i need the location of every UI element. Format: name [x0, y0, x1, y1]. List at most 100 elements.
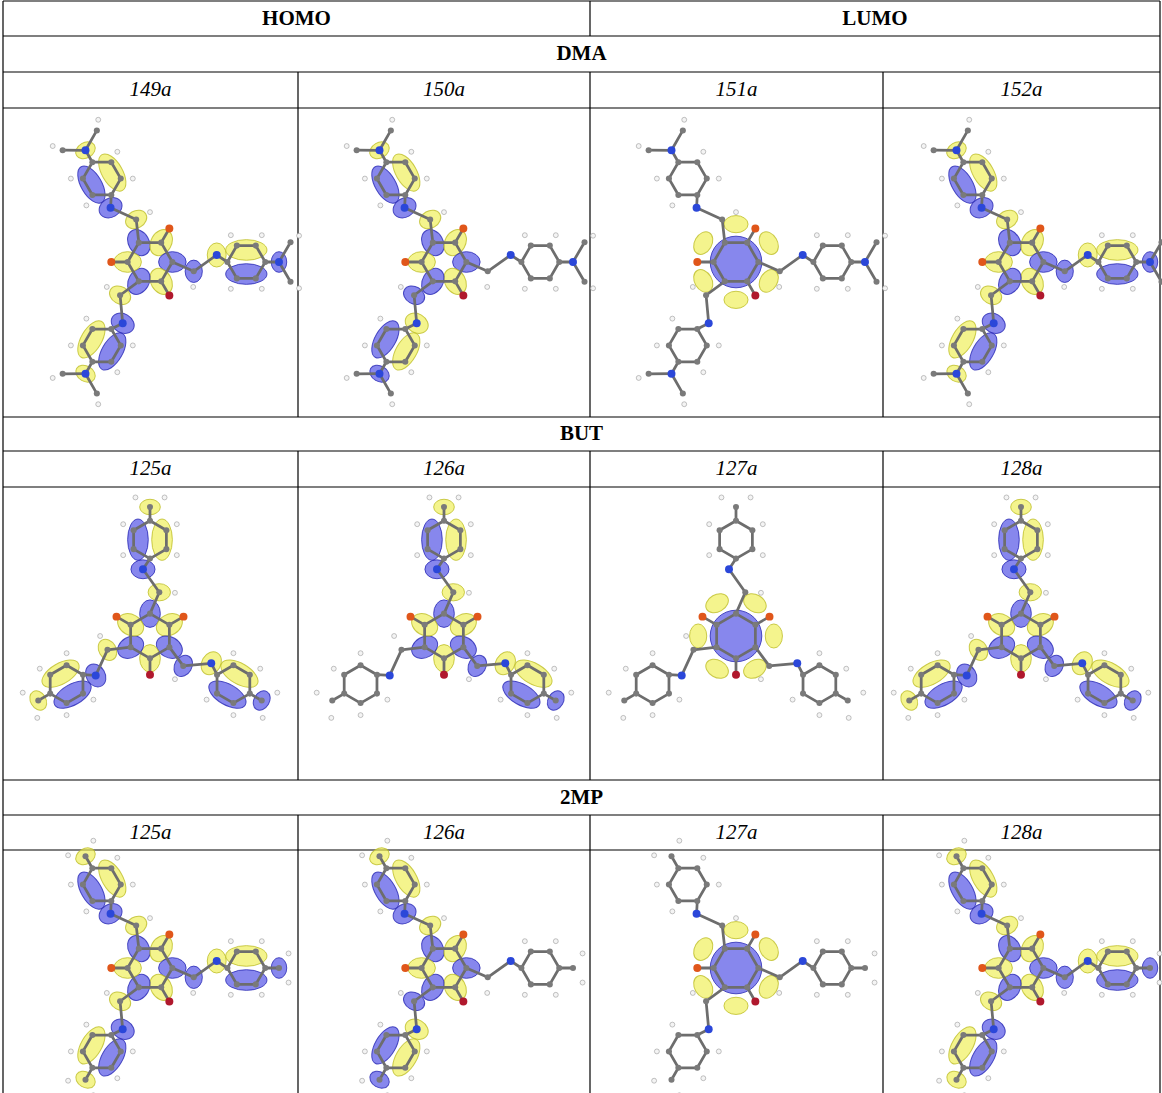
atom — [650, 700, 656, 706]
atom — [547, 243, 553, 249]
atom — [468, 522, 473, 527]
bond — [769, 663, 797, 666]
atom — [694, 865, 700, 871]
atom — [1029, 946, 1035, 952]
grid-line — [297, 815, 298, 1093]
bond — [455, 968, 466, 987]
bond — [455, 949, 466, 968]
atom — [719, 922, 725, 928]
atom — [760, 553, 765, 558]
atom — [694, 359, 700, 365]
atom — [716, 1049, 721, 1054]
lobe-yellow — [1078, 243, 1097, 267]
atom — [376, 1077, 382, 1083]
atom — [553, 992, 558, 997]
atom — [286, 951, 291, 956]
atom — [1051, 613, 1059, 621]
atom — [398, 284, 403, 289]
atom — [131, 527, 137, 533]
atom — [158, 278, 164, 284]
atom — [979, 1032, 985, 1038]
bond — [161, 262, 172, 281]
atom — [89, 326, 95, 332]
atom — [37, 666, 42, 671]
atom — [1029, 240, 1035, 246]
lobe-yellow — [897, 688, 921, 714]
lobe-blue — [72, 868, 111, 914]
atom — [459, 998, 467, 1006]
atom — [1007, 278, 1013, 284]
atom — [115, 1076, 120, 1081]
atom — [262, 259, 268, 265]
lobe-yellow — [207, 949, 226, 973]
lobe-yellow — [724, 216, 748, 233]
atom — [800, 672, 806, 678]
atom — [47, 672, 53, 678]
bond — [136, 925, 139, 948]
lobe-blue — [1097, 264, 1138, 285]
atom — [80, 342, 86, 348]
atom — [766, 663, 772, 669]
atom — [654, 343, 659, 348]
atom — [733, 611, 739, 617]
atom — [1045, 553, 1050, 558]
atom — [711, 965, 717, 971]
atom — [951, 882, 957, 888]
bond — [1054, 663, 1082, 666]
atom — [180, 613, 188, 621]
atom — [675, 326, 681, 332]
bond — [991, 1001, 994, 1029]
atom — [80, 176, 86, 182]
lobe-yellow — [755, 972, 782, 1001]
atom — [172, 590, 177, 595]
atom — [960, 159, 966, 165]
bond — [1002, 614, 1021, 625]
atom — [422, 644, 428, 650]
lobe-yellow — [446, 519, 467, 560]
atom — [1018, 518, 1024, 524]
atom — [748, 495, 753, 500]
atom — [939, 1049, 944, 1054]
bond — [455, 243, 466, 262]
atom — [690, 990, 695, 995]
atom — [1095, 259, 1101, 265]
atom — [1051, 663, 1057, 669]
atom — [518, 259, 524, 265]
atom — [556, 965, 562, 971]
atom — [999, 622, 1005, 628]
atom — [810, 259, 816, 265]
atom — [960, 326, 966, 332]
lobe-yellow — [1019, 584, 1041, 601]
bond — [390, 650, 402, 676]
atom — [1157, 980, 1162, 985]
atoms — [66, 838, 291, 1093]
atom — [457, 527, 463, 533]
atom — [668, 853, 674, 859]
atom — [707, 553, 712, 558]
atom — [383, 1032, 389, 1038]
bond — [991, 987, 1010, 1001]
atom — [990, 319, 998, 327]
lobe-blue — [1056, 260, 1073, 282]
lobe-blue — [366, 162, 405, 208]
atom — [522, 286, 527, 291]
atom — [873, 279, 879, 285]
atom — [918, 691, 924, 697]
atom — [814, 939, 819, 944]
bond — [131, 614, 150, 625]
molecule-orbital — [652, 838, 877, 1093]
atom — [848, 965, 854, 971]
orbital-lobes — [72, 138, 287, 385]
atom — [158, 984, 164, 990]
atom — [1146, 258, 1154, 266]
atom — [80, 672, 86, 678]
atom — [978, 258, 986, 266]
atom — [96, 402, 101, 407]
atom — [668, 146, 676, 154]
atom — [117, 292, 123, 298]
lobe-yellow — [226, 240, 267, 261]
atom — [654, 882, 659, 887]
atom — [84, 203, 89, 208]
atom — [694, 159, 700, 165]
atom — [1007, 946, 1013, 952]
